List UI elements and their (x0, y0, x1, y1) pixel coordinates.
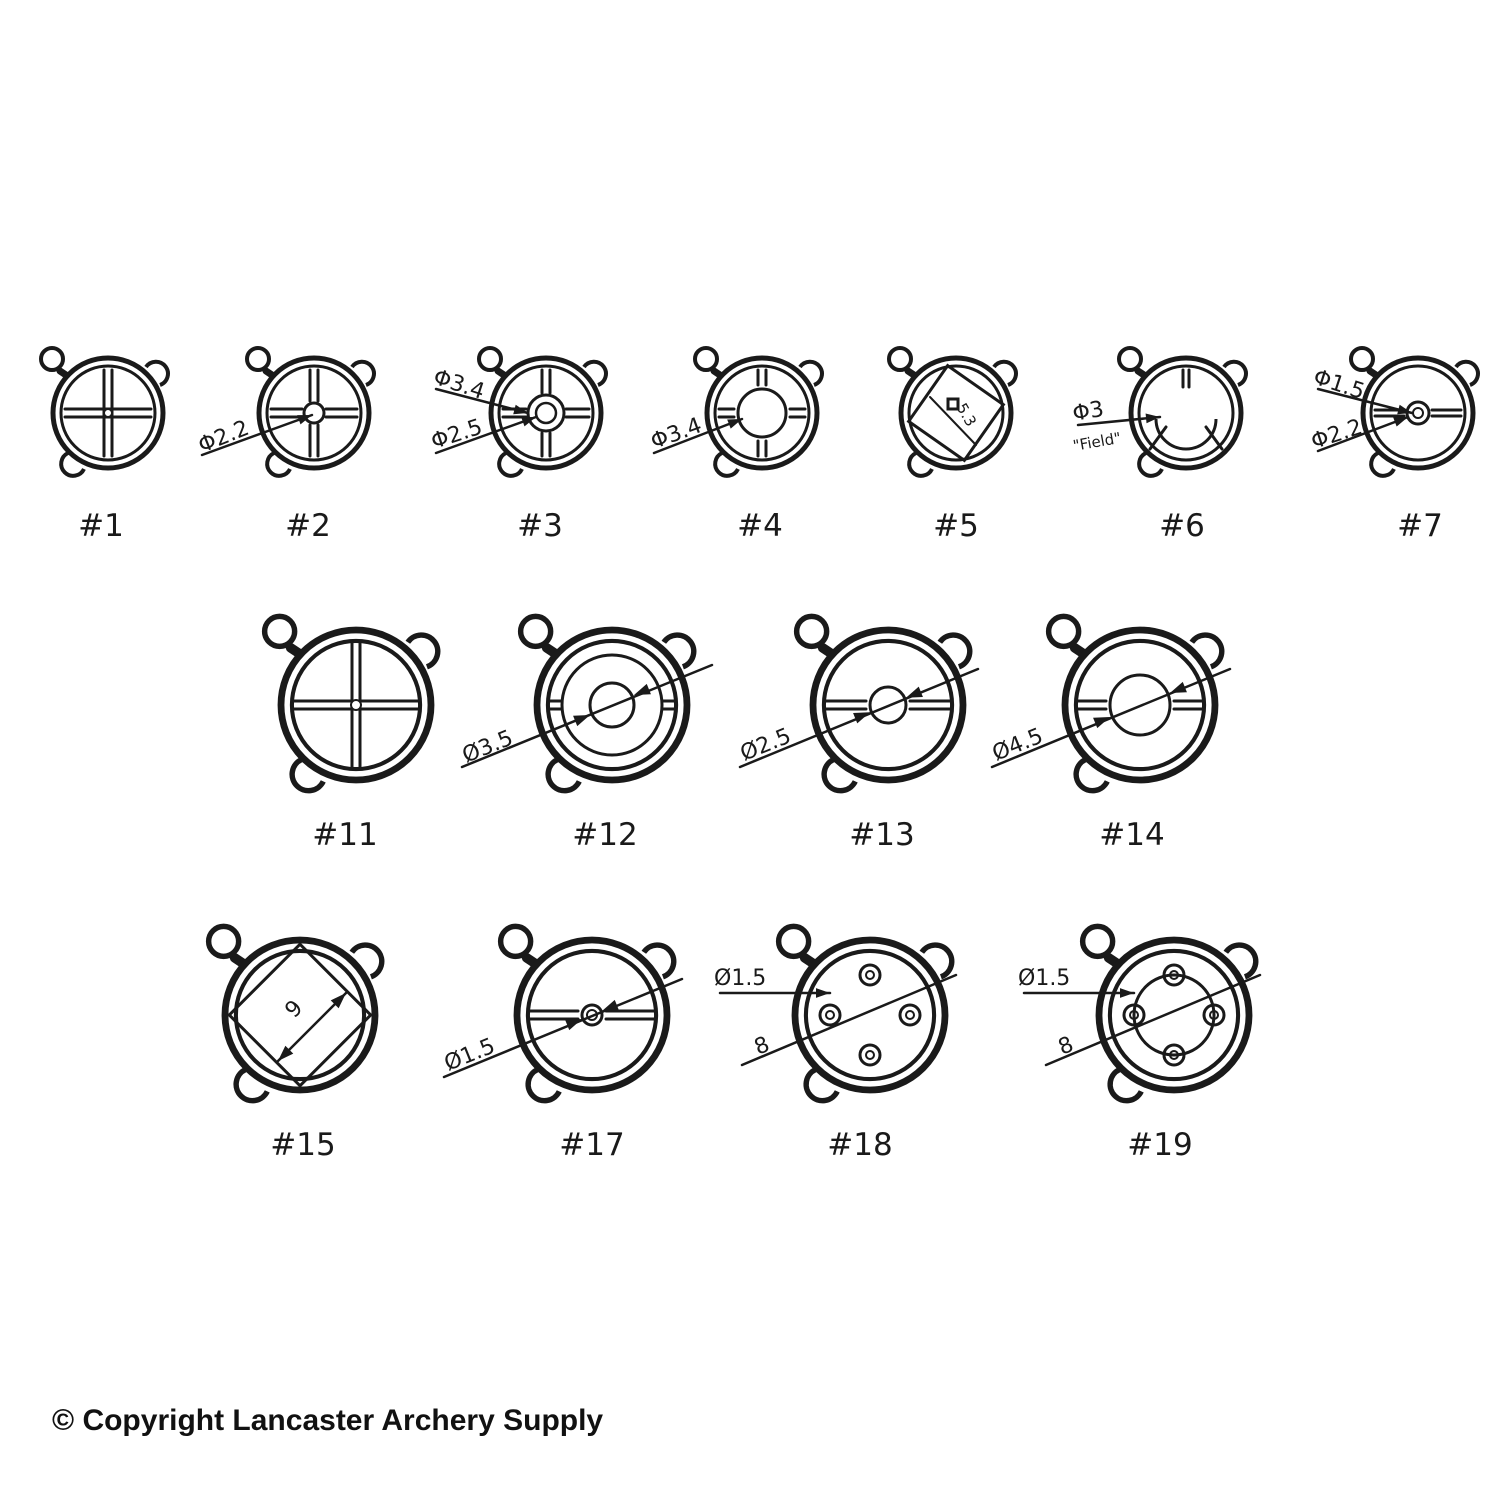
reticle-13: Ø2.5 #13 (737, 613, 980, 853)
reticle-label: #7 (1397, 508, 1443, 544)
reticle-6: Φ3"Field" #6 (1071, 346, 1248, 544)
dim-label: Ø1.5 (1018, 966, 1070, 991)
dim-label: Φ3.4 (430, 365, 487, 405)
reticle-2: Φ2.2 #2 (195, 346, 376, 544)
dim-label: Φ3.4 (648, 413, 706, 454)
dim-label: Ø3.5 (459, 726, 517, 769)
reticle-label: #6 (1159, 508, 1205, 544)
dim-label: Ø4.5 (989, 724, 1047, 767)
reticle-label: #19 (1127, 1127, 1192, 1163)
reticle-label: #13 (849, 817, 914, 853)
reticle-label: #12 (572, 817, 637, 853)
reticle-11: #11 (261, 613, 441, 853)
reticle-14: Ø4.5 #14 (989, 613, 1232, 853)
reticle-label: #5 (933, 508, 979, 544)
reticle-5: 5.3#5 (887, 346, 1018, 544)
reticle-label: #14 (1099, 817, 1164, 853)
reticle-12: Ø3.5 #12 (459, 613, 714, 853)
dim-label: "Field" (1072, 429, 1123, 455)
dim-label: Φ3 (1071, 397, 1106, 427)
reticle-17: Ø1.5 #17 (441, 923, 684, 1163)
reticle-19: Ø1.5 8 #19 (1018, 923, 1262, 1163)
reticle-4: Φ3.4 #4 (648, 346, 824, 544)
dim-label: Ø1.5 (714, 966, 766, 991)
dim-label: 8 (751, 1032, 773, 1060)
dim-label: 8 (1055, 1032, 1077, 1060)
reticle-label: #17 (559, 1127, 624, 1163)
reticle-label: #15 (270, 1127, 335, 1163)
reticle-18: Ø1.5 8 #18 (714, 923, 958, 1163)
reticle-label: #11 (312, 817, 377, 853)
dim-label: Φ2.2 (1308, 415, 1365, 455)
dim-label: Ø1.5 (441, 1034, 499, 1077)
reticle-label: #2 (285, 508, 331, 544)
copyright-notice: © Copyright Lancaster Archery Supply (52, 1404, 604, 1437)
reticle-label: #3 (517, 508, 563, 544)
reticle-3: Φ3.4Φ2.5 #3 (428, 346, 608, 544)
reticle-label: #18 (827, 1127, 892, 1163)
reticle-7: Φ1.5Φ2.2#7 (1308, 346, 1480, 544)
reticle-15: 9#15 (205, 923, 385, 1163)
reticle-1: #1 (39, 346, 170, 544)
reticle-label: #1 (78, 508, 124, 544)
dim-label: Φ2.2 (195, 416, 253, 459)
dim-label: Ø2.5 (737, 724, 795, 767)
dim-label: Φ2.5 (428, 415, 485, 455)
reticle-label: #4 (737, 508, 783, 544)
